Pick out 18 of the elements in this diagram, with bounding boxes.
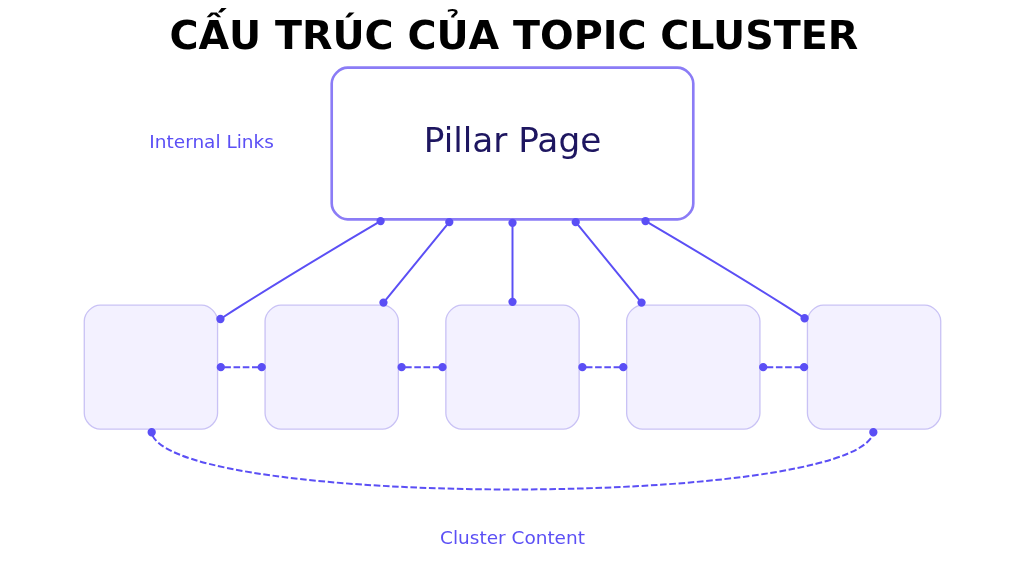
connector xyxy=(215,216,385,324)
node-box xyxy=(444,304,580,430)
connector xyxy=(571,217,646,307)
node-box xyxy=(263,304,399,430)
label: Internal Links xyxy=(148,131,274,153)
connector xyxy=(640,216,809,323)
connector xyxy=(147,428,877,491)
connector xyxy=(378,217,453,307)
connector xyxy=(758,363,808,372)
connector xyxy=(507,218,517,307)
connector xyxy=(396,363,447,372)
label: Cluster Content xyxy=(439,526,585,548)
node-box xyxy=(625,304,761,430)
node-box xyxy=(806,304,941,430)
connector xyxy=(216,363,266,372)
node-box xyxy=(83,304,218,430)
connector xyxy=(577,363,627,372)
node-box: Pillar Page xyxy=(329,66,695,221)
